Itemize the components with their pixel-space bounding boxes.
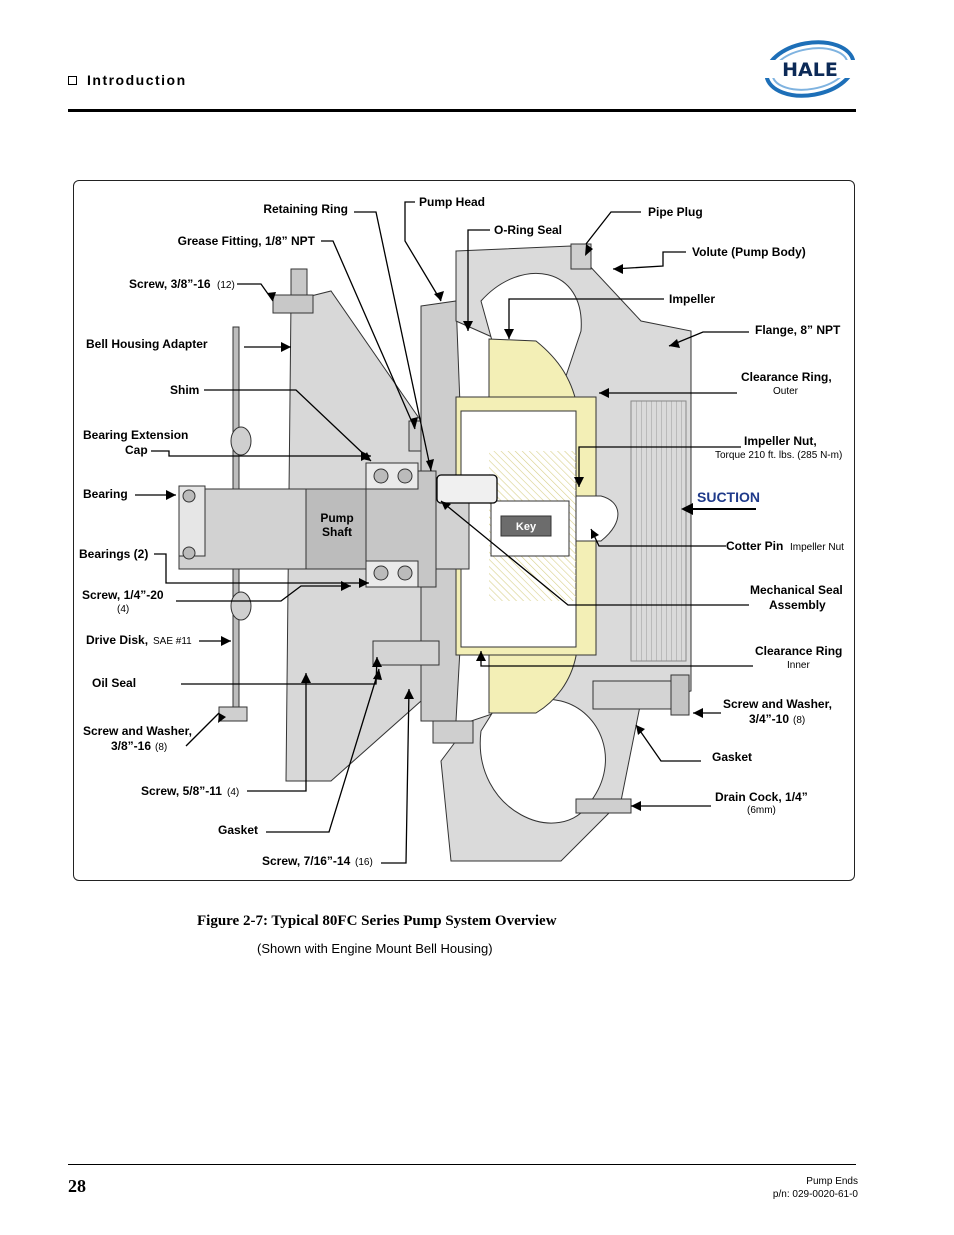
label-pipe-plug: Pipe Plug xyxy=(648,205,703,219)
suction-label: SUCTION xyxy=(697,489,760,505)
label-flange: Flange, 8” NPT xyxy=(755,323,841,337)
label-clearance-ring-inner: Clearance Ring xyxy=(755,644,842,658)
label-drain-cock: Drain Cock, 1/4” xyxy=(715,790,808,804)
label-impeller: Impeller xyxy=(669,292,715,306)
label-shim: Shim xyxy=(170,383,199,397)
figure-box: Key SUCTION xyxy=(73,180,855,881)
label-volute: Volute (Pump Body) xyxy=(692,245,806,259)
label-screw-14-20-qty: (4) xyxy=(117,604,129,615)
mechanical-seal-box xyxy=(436,474,498,504)
label-o-ring-seal: O-Ring Seal xyxy=(494,223,562,237)
label-pump-shaft-1: Pump xyxy=(320,511,353,525)
label-oil-seal: Oil Seal xyxy=(92,676,136,690)
label-screw-38-16: Screw, 3/8”-16 xyxy=(129,277,211,291)
label-gasket-right: Gasket xyxy=(712,750,752,764)
page-number: 28 xyxy=(68,1176,86,1196)
screw-38-16 xyxy=(272,294,314,314)
label-screw-washer-38-2: 3/8”-16 xyxy=(111,739,151,753)
screw-34-10 xyxy=(592,680,674,710)
label-screw-washer-34-2: 3/4”-10 xyxy=(749,712,789,726)
pump-drawing: Key xyxy=(178,243,692,862)
suction-ribs xyxy=(630,400,687,662)
label-cotter-pin-sub: Impeller Nut xyxy=(790,542,844,553)
pump-diagram: Key SUCTION xyxy=(79,195,844,868)
label-clearance-ring-outer: Clearance Ring, xyxy=(741,370,832,384)
key-label: Key xyxy=(516,521,537,533)
label-pump-shaft-2: Shaft xyxy=(322,525,352,539)
label-screw-716-14-qty: (16) xyxy=(355,857,373,868)
label-screw-58-11-qty: (4) xyxy=(227,787,239,798)
label-drive-disk: Drive Disk, xyxy=(86,633,148,647)
label-impeller-nut: Impeller Nut, xyxy=(744,434,817,448)
figure-caption: Figure 2-7: Typical 80FC Series Pump Sys… xyxy=(197,913,557,929)
label-mech-seal-1: Mechanical Seal xyxy=(750,583,843,597)
label-retaining-ring: Retaining Ring xyxy=(263,202,348,216)
label-drain-cock-sub: (6mm) xyxy=(747,805,776,816)
label-grease-fitting: Grease Fitting, 1/8” NPT xyxy=(178,234,316,248)
footer-doc-title: Pump Ends xyxy=(806,1176,858,1187)
screw-58-11 xyxy=(372,640,440,666)
key xyxy=(500,515,552,537)
callout-labels: Retaining Ring Pump Head O-Ring Seal Pip… xyxy=(79,195,844,868)
header-rule xyxy=(68,109,856,112)
label-bearing: Bearing xyxy=(83,487,128,501)
label-screw-washer-34-qty: (8) xyxy=(793,715,805,726)
label-screw-washer-38-qty: (8) xyxy=(155,742,167,753)
label-screw-716-14: Screw, 7/16”-14 xyxy=(262,854,351,868)
label-gasket-left: Gasket xyxy=(218,823,258,837)
label-drive-disk-sub: SAE #11 xyxy=(153,636,192,647)
section-title: Introduction xyxy=(87,72,187,88)
label-bell-housing-adapter: Bell Housing Adapter xyxy=(86,337,208,351)
drain-cock xyxy=(575,798,632,814)
footer-doc-info: Pump Ends p/n: 029-0020-61-0 xyxy=(773,1175,858,1201)
label-screw-58-11: Screw, 5/8”-11 xyxy=(141,784,222,798)
label-screw-14-20: Screw, 1/4”-20 xyxy=(82,588,164,602)
label-mech-seal-2: Assembly xyxy=(769,598,826,612)
label-screw-washer-34-1: Screw and Washer, xyxy=(723,697,832,711)
checkbox-icon xyxy=(68,75,77,85)
label-bearing-extension-cap-1: Bearing Extension xyxy=(83,428,188,442)
hale-logo: HALE xyxy=(764,40,856,98)
label-cotter-pin: Cotter Pin xyxy=(726,539,783,553)
label-bearing-extension-cap-2: Cap xyxy=(125,443,148,457)
suction-arrow: SUCTION xyxy=(681,489,760,515)
label-screw-38-16-qty: (12) xyxy=(217,280,235,291)
logo-text: HALE xyxy=(782,59,838,81)
leader-lines xyxy=(135,201,753,864)
label-pump-head: Pump Head xyxy=(419,195,485,209)
figure-subcaption: (Shown with Engine Mount Bell Housing) xyxy=(257,941,493,956)
label-bearings-2: Bearings (2) xyxy=(79,547,148,561)
footer-part-number: p/n: 029-0020-61-0 xyxy=(772,1189,858,1200)
label-screw-washer-38-1: Screw and Washer, xyxy=(83,724,192,738)
label-clearance-ring-inner-sub: Inner xyxy=(787,660,810,671)
arrow-heads xyxy=(166,244,703,811)
label-impeller-nut-sub: Torque 210 ft. lbs. (285 N-m) xyxy=(715,450,842,461)
section-header: Introduction xyxy=(68,72,187,88)
footer-rule xyxy=(68,1164,856,1165)
label-clearance-ring-outer-sub: Outer xyxy=(773,386,799,397)
